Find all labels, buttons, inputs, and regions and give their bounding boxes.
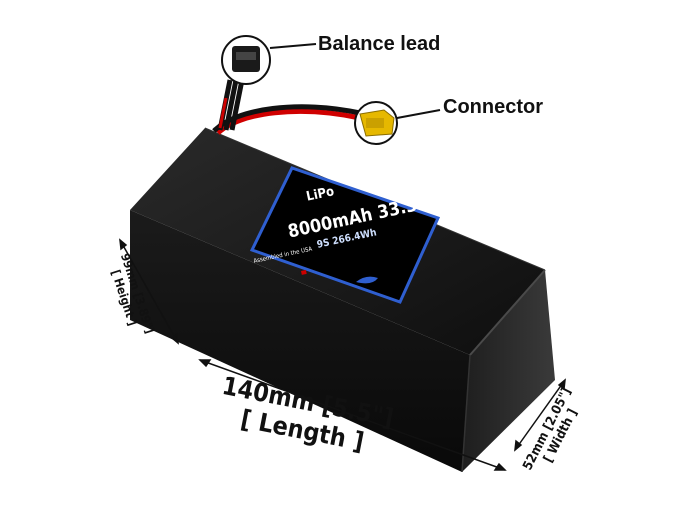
length-arrow [199,359,506,471]
usa-flag-icon [301,269,307,275]
balance-lead-callout: Balance lead [318,33,441,55]
dimension-arrows [119,238,566,471]
brand-logo [356,276,378,284]
cables [212,79,361,135]
height-arrow [119,239,179,344]
width-arrow [514,379,566,451]
battery-label [249,166,441,304]
battery-side-face [462,270,555,472]
battery-front-face [130,210,470,472]
balance-connector [221,35,317,85]
connector-callout: Connector [443,96,543,118]
xt-connector [354,101,441,145]
